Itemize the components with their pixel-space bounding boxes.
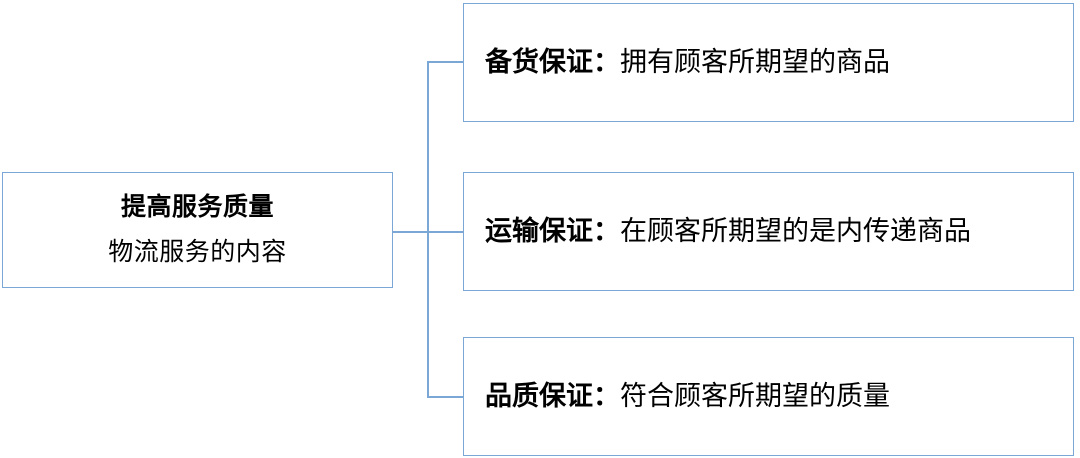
connector-root-stub	[392, 231, 429, 233]
root-node-title: 提高服务质量	[120, 193, 274, 222]
branch-node-text: 拥有顾客所期望的商品	[620, 47, 890, 78]
branch-node-content: 备货保证：拥有顾客所期望的商品	[464, 46, 1073, 78]
branch-node-text: 在顾客所期望的是内传递商品	[620, 216, 971, 247]
root-node[interactable]: 提高服务质量 物流服务的内容	[2, 172, 393, 288]
connector-branch-1	[427, 61, 464, 63]
branch-node-content: 运输保证：在顾客所期望的是内传递商品	[464, 215, 1073, 247]
branch-node-label: 运输保证：	[485, 216, 620, 247]
connector-branch-3	[427, 396, 464, 398]
branch-node-quality-guarantee[interactable]: 品质保证：符合顾客所期望的质量	[463, 337, 1074, 456]
branch-node-stock-guarantee[interactable]: 备货保证：拥有顾客所期望的商品	[463, 3, 1074, 122]
root-node-subtitle: 物流服务的内容	[108, 238, 287, 266]
branch-node-label: 品质保证：	[485, 381, 620, 412]
branch-node-transport-guarantee[interactable]: 运输保证：在顾客所期望的是内传递商品	[463, 172, 1074, 291]
branch-node-content: 品质保证：符合顾客所期望的质量	[464, 380, 1073, 412]
connector-branch-2	[427, 231, 464, 233]
branch-node-text: 符合顾客所期望的质量	[620, 381, 890, 412]
branch-node-label: 备货保证：	[485, 47, 620, 78]
connector-vertical-trunk	[427, 61, 429, 398]
